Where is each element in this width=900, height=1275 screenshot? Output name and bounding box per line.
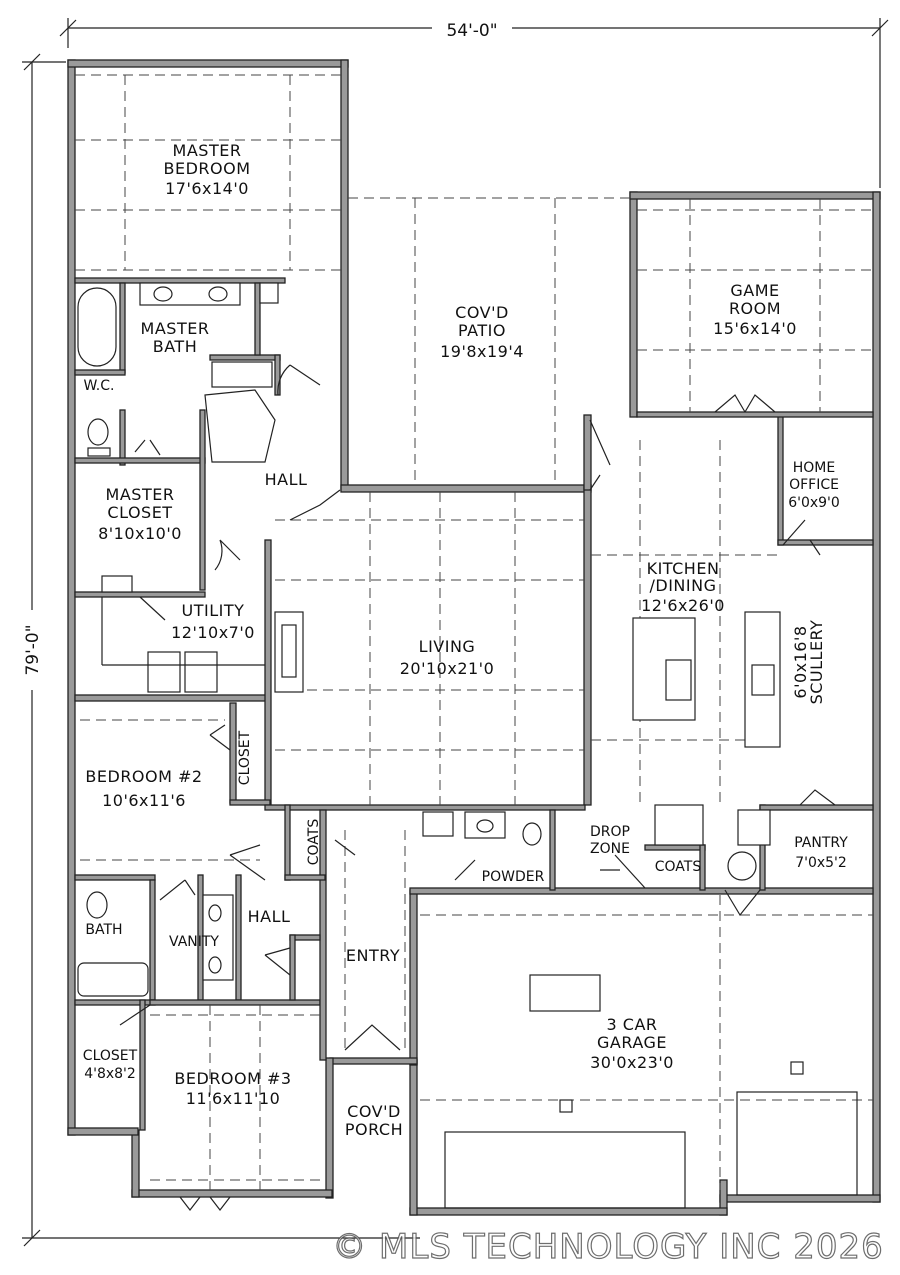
garage-name: GARAGE bbox=[597, 1033, 667, 1052]
bedroom3-name: BEDROOM #3 bbox=[174, 1069, 291, 1088]
kitchen-name: /DINING bbox=[650, 576, 717, 595]
master-closet-size: 8'10x10'0 bbox=[98, 524, 182, 543]
door-swings bbox=[119, 364, 836, 1211]
master-bath-name: MASTER bbox=[141, 319, 210, 338]
sink-icon bbox=[153, 286, 173, 302]
garage-door-single bbox=[736, 1091, 858, 1196]
coats-drop-name: COATS bbox=[655, 859, 702, 875]
master-bedroom-name: BEDROOM bbox=[163, 159, 250, 178]
game-room-size: 15'6x14'0 bbox=[713, 319, 797, 338]
home-office-name: HOME bbox=[793, 460, 835, 476]
master-closet-name: MASTER bbox=[106, 485, 175, 504]
width-dimension-label: 54'-0" bbox=[446, 21, 497, 41]
fixtures bbox=[77, 282, 858, 1209]
bathtub-icon bbox=[77, 962, 149, 997]
bedroom2-name: BEDROOM #2 bbox=[85, 767, 202, 786]
watermark: © MLS TECHNOLOGY INC 2026 bbox=[332, 1227, 884, 1267]
bedroom2-size: 10'6x11'6 bbox=[102, 791, 186, 810]
pantry-size: 7'0x5'2 bbox=[795, 855, 847, 871]
hall-lower-name: HALL bbox=[248, 907, 291, 926]
porch-name: PORCH bbox=[345, 1120, 403, 1139]
garage-name: 3 CAR bbox=[607, 1015, 658, 1034]
master-bedroom-size: 17'6x14'0 bbox=[165, 179, 249, 198]
drop-zone-name: DROP bbox=[590, 824, 630, 840]
master-closet-name: CLOSET bbox=[107, 503, 172, 522]
stove-icon bbox=[751, 664, 775, 696]
home-office-name: OFFICE bbox=[789, 477, 839, 493]
interior-walls bbox=[74, 277, 874, 1131]
bedroom3-size: 11'6x11'10 bbox=[186, 1089, 281, 1108]
toilet-icon bbox=[522, 822, 542, 846]
powder-name: POWDER bbox=[482, 869, 545, 885]
coats-entry-name: COATS bbox=[306, 819, 322, 866]
hall-upper-name: HALL bbox=[265, 470, 308, 489]
master-bedroom-name: MASTER bbox=[173, 141, 242, 160]
dimension-lines: 54'-0" 79'-0" bbox=[22, 18, 889, 1247]
utility-size: 12'10x7'0 bbox=[171, 623, 255, 642]
patio-name: COV'D bbox=[455, 303, 509, 322]
garage-door-double bbox=[444, 1131, 686, 1209]
kitchen-size: 12'6x26'0 bbox=[641, 596, 725, 615]
kitchen-name: KITCHEN bbox=[647, 559, 720, 578]
entry-name: ENTRY bbox=[346, 946, 400, 965]
room-labels: MASTER BEDROOM 17'6x14'0 COV'D PATIO 19'… bbox=[83, 141, 848, 1139]
sink-icon bbox=[476, 819, 494, 833]
toilet-icon bbox=[87, 418, 109, 446]
drop-zone-name: ZONE bbox=[590, 841, 630, 857]
patio-name: PATIO bbox=[458, 321, 506, 340]
patio-size: 19'8x19'4 bbox=[440, 342, 524, 361]
sink-icon bbox=[665, 659, 692, 701]
washer-icon bbox=[147, 651, 181, 693]
closet-b3-size: 4'8x8'2 bbox=[84, 1066, 136, 1082]
living-size: 20'10x21'0 bbox=[400, 659, 495, 678]
dryer-icon bbox=[184, 651, 218, 693]
game-room-name: ROOM bbox=[729, 299, 781, 318]
bath-name: BATH bbox=[85, 922, 122, 938]
living-name: LIVING bbox=[419, 637, 476, 656]
depth-dimension-label: 79'-0" bbox=[23, 624, 43, 675]
master-bath-name: BATH bbox=[153, 337, 197, 356]
home-office-size: 6'0x9'0 bbox=[788, 495, 840, 511]
vanity-name: VANITY bbox=[169, 934, 219, 950]
sink-icon bbox=[208, 286, 228, 302]
refrigerator-icon bbox=[654, 804, 704, 846]
sink-icon bbox=[208, 904, 222, 922]
closet-b2-name: CLOSET bbox=[237, 730, 253, 785]
ceiling-lines bbox=[75, 74, 873, 1190]
pantry-name: PANTRY bbox=[794, 835, 848, 851]
shower-icon bbox=[211, 361, 273, 388]
garage-size: 30'0x23'0 bbox=[590, 1053, 674, 1072]
water-heater-icon bbox=[727, 851, 757, 881]
scullery-size: 6'0x16'8 bbox=[791, 625, 810, 698]
porch-name: COV'D bbox=[347, 1102, 401, 1121]
sink-icon bbox=[208, 956, 222, 974]
scullery-name: SCULLERY bbox=[807, 620, 826, 705]
toilet-icon bbox=[86, 891, 108, 919]
bathtub-icon bbox=[77, 287, 117, 367]
game-room-name: GAME bbox=[730, 281, 779, 300]
utility-name: UTILITY bbox=[182, 601, 245, 620]
closet-b3-name: CLOSET bbox=[83, 1048, 138, 1064]
wc-name: W.C. bbox=[84, 378, 115, 394]
